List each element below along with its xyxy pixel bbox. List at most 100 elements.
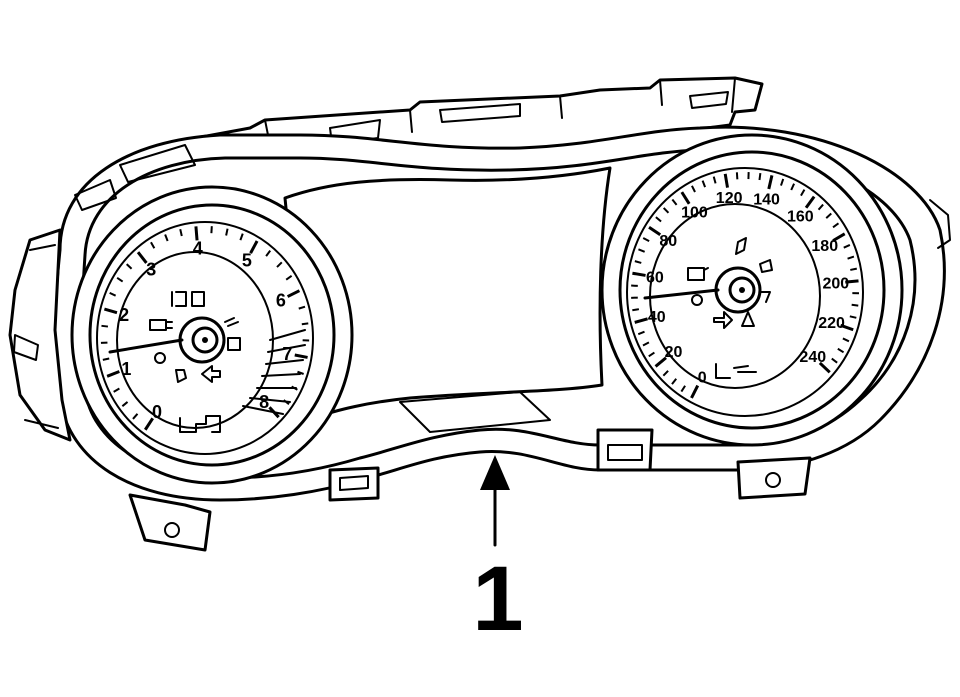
- tachometer-label: 7: [282, 344, 292, 364]
- speedometer-major-tick: [840, 323, 854, 332]
- seatbelt-icon: [154, 352, 166, 364]
- tachometer-major-tick: [106, 370, 120, 378]
- speedometer-minor-tick: [817, 203, 824, 211]
- speedometer-minor-tick: [851, 303, 859, 307]
- speedometer-major-tick: [632, 271, 646, 277]
- speedometer-minor-tick: [790, 183, 795, 191]
- mounting-clip-center-right: [596, 428, 654, 472]
- tachometer-major-tick: [194, 226, 199, 241]
- speedometer-minor-tick: [634, 260, 642, 264]
- speedometer-minor-tick: [637, 330, 645, 336]
- speedometer-minor-tick: [642, 341, 650, 347]
- right-side-edge: [929, 199, 951, 249]
- speedometer-major-tick: [832, 232, 846, 242]
- tachometer-minor-tick: [179, 228, 183, 237]
- speedometer-ticks: [631, 172, 860, 399]
- speedometer-minor-tick: [701, 180, 707, 188]
- speedometer-minor-tick: [671, 378, 678, 385]
- tachometer-minor-tick: [116, 276, 124, 283]
- speedometer-minor-tick: [800, 189, 806, 197]
- speedometer-minor-tick: [843, 244, 851, 249]
- display-lower-tab: [399, 391, 551, 433]
- speedometer-minor-tick: [850, 267, 858, 271]
- speedometer-minor-tick: [691, 185, 696, 193]
- speedometer-label: 60: [646, 270, 664, 287]
- door-icon: [224, 317, 239, 327]
- tachometer-label: 2: [119, 305, 129, 325]
- tachometer-minor-tick: [101, 324, 109, 328]
- tachometer-major-tick: [249, 240, 259, 254]
- tachometer-needle: [108, 338, 184, 354]
- tachometer-major-tick: [143, 417, 154, 431]
- tire-pressure-icon: [759, 259, 773, 273]
- speedometer-minor-tick: [648, 351, 655, 358]
- left-side-housing: [8, 144, 196, 442]
- speedometer-major-tick: [804, 195, 816, 209]
- callout-label: 1: [472, 548, 523, 650]
- speedometer-minor-tick: [680, 385, 686, 393]
- speedometer-label: 20: [665, 344, 683, 361]
- speedometer-label: 200: [822, 276, 849, 293]
- airbag-icon: [759, 291, 771, 303]
- tachometer-minor-tick: [150, 241, 156, 249]
- oil-icon: [687, 267, 709, 281]
- tachometer-minor-tick: [102, 357, 110, 361]
- speedometer-minor-tick: [632, 308, 640, 312]
- speedometer-minor-tick: [842, 337, 850, 343]
- tachometer-minor-tick: [225, 228, 229, 236]
- speedometer-label: 120: [716, 190, 743, 207]
- speedometer-major-tick: [654, 356, 667, 368]
- speedometer-minor-tick: [662, 207, 670, 214]
- speedometer-minor-tick: [712, 176, 717, 184]
- tachometer-label: 4: [193, 239, 203, 259]
- speedometer-label: 220: [818, 315, 845, 332]
- cruise-control-icon: [179, 415, 221, 433]
- speedometer-label: 140: [753, 191, 780, 208]
- speedometer-major-tick: [818, 361, 831, 374]
- engine-icon: [175, 369, 187, 383]
- fuel-icon: [715, 363, 757, 379]
- tachometer-label: 5: [242, 250, 252, 270]
- tachometer-redline: [242, 329, 306, 415]
- speedometer-label: 240: [799, 349, 826, 366]
- tachometer-minor-tick: [126, 263, 133, 270]
- tachometer-major-tick: [136, 251, 148, 264]
- speedometer-minor-tick: [662, 370, 669, 377]
- speedometer-major-tick: [723, 173, 729, 188]
- tachometer-major-tick: [294, 353, 308, 359]
- tachometer-minor-tick: [276, 261, 283, 268]
- high-beam-icon: [171, 291, 205, 307]
- tachometer-minor-tick: [301, 322, 309, 326]
- speedometer-minor-tick: [642, 237, 650, 243]
- speedometer-minor-tick: [831, 357, 838, 364]
- tachometer-minor-tick: [265, 250, 271, 257]
- speedometer-label: 180: [811, 238, 838, 255]
- tachometer-minor-tick: [298, 305, 306, 310]
- speedometer-minor-tick: [837, 347, 845, 354]
- speedometer-minor-tick: [758, 172, 762, 181]
- mounting-tab-left: [128, 493, 212, 552]
- speedometer-major-tick: [648, 225, 662, 237]
- battery-icon: [227, 337, 241, 351]
- speedometer-minor-tick: [849, 315, 857, 319]
- tachometer-label: 6: [276, 290, 286, 310]
- speedometer-label: 40: [648, 309, 666, 326]
- mounting-tab-right: [736, 456, 812, 500]
- brake-icon: [691, 294, 703, 306]
- speedometer-minor-tick: [832, 222, 840, 229]
- speedometer-label: 80: [659, 233, 677, 250]
- tachometer-label: 0: [152, 402, 162, 422]
- headlight-icon: [149, 319, 173, 331]
- mounting-clip-center-left: [328, 466, 380, 502]
- tachometer-label: 3: [146, 259, 156, 279]
- tachometer-minor-tick: [239, 233, 244, 241]
- speedometer-major-tick: [845, 279, 859, 284]
- tachometer-minor-tick: [121, 401, 129, 407]
- speedometer-major-tick: [634, 317, 648, 324]
- tachometer-label: 8: [259, 392, 269, 412]
- callout: 1: [472, 455, 524, 650]
